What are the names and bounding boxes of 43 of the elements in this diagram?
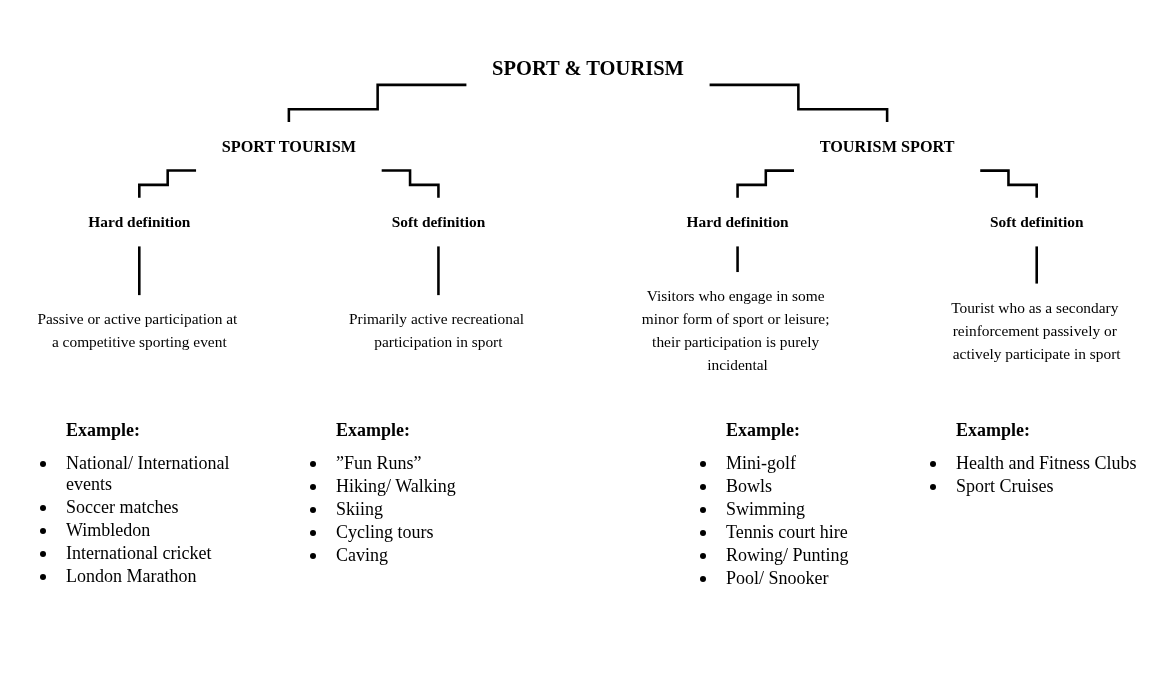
connector xyxy=(709,83,889,124)
connector xyxy=(736,245,739,274)
example-item: Mini-golf xyxy=(726,453,796,473)
example-item: International cricket xyxy=(66,543,212,563)
node-text: TOURISM SPORT xyxy=(819,137,955,156)
connector xyxy=(437,245,440,297)
example-item: Rowing/ Punting xyxy=(726,545,849,565)
example-item: Cycling tours xyxy=(336,522,434,542)
example-item: Tennis court hire xyxy=(726,522,848,542)
example-item: Hiking/ Walking xyxy=(336,476,456,496)
connector xyxy=(381,169,440,199)
example-item: Bowls xyxy=(726,476,772,496)
example-item: Pool/ Snooker xyxy=(726,568,829,588)
node-text: Passive or active participation at a competitive sporting event xyxy=(37,310,238,351)
example-heading: Example: xyxy=(956,420,1030,441)
example-heading: Example: xyxy=(336,420,410,441)
example-item: Skiing xyxy=(336,499,383,519)
example-item: Soccer matches xyxy=(66,497,179,517)
node-text: SPORT & TOURISM xyxy=(492,57,684,80)
node-text: Soft definition xyxy=(989,213,1084,231)
node-text: Visitors who engage in some minor form of sport or leisure; their participation is purely incidental xyxy=(641,287,830,374)
connector xyxy=(1035,245,1038,285)
example-item: ”Fun Runs” xyxy=(336,453,422,473)
connector xyxy=(736,169,794,199)
node-text: Primarily active recreational participation in sport xyxy=(348,310,525,351)
node-text: Hard definition xyxy=(686,213,789,231)
example-item: Health and Fitness Clubs xyxy=(956,453,1137,473)
node-text: Tourist who as a secondary reinforcement passively or actively participate in sport xyxy=(951,298,1121,363)
example-heading: Example: xyxy=(66,420,140,441)
node-text: Hard definition xyxy=(88,213,191,231)
node-text: SPORT TOURISM xyxy=(221,137,357,156)
example-item: Caving xyxy=(336,545,388,565)
connector xyxy=(287,83,467,124)
example-item: National/ International events xyxy=(66,453,230,494)
example-item: Wimbledon xyxy=(66,520,151,540)
connector xyxy=(980,169,1038,199)
connector xyxy=(138,169,197,199)
example-item: Sport Cruises xyxy=(956,476,1054,496)
example-item: Swimming xyxy=(726,499,805,519)
example-item: London Marathon xyxy=(66,566,197,586)
node-text: Soft definition xyxy=(391,213,486,231)
connector xyxy=(138,245,141,297)
example-heading: Example: xyxy=(726,420,800,441)
